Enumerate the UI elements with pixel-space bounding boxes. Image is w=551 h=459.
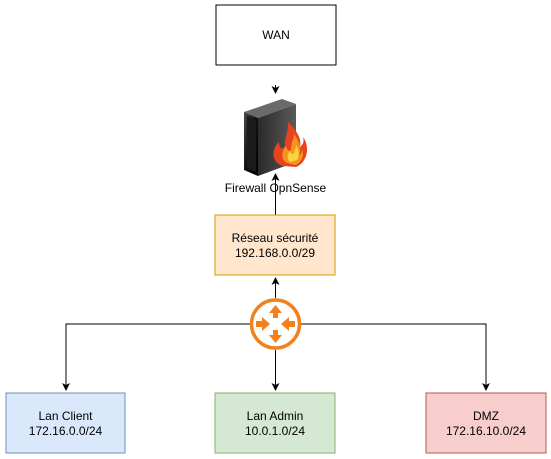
dmz-subnet: 172.16.10.0/24 <box>446 424 526 438</box>
lan-client-subnet: 172.16.0.0/24 <box>29 424 103 438</box>
lan-admin-name: Lan Admin <box>247 409 304 423</box>
lan-client-node[interactable]: Lan Client 172.16.0.0/24 <box>5 392 126 454</box>
edge-router-to-lan-client <box>62 323 250 391</box>
security-network-name: Réseau sécurité <box>232 231 319 245</box>
wan-label: WAN <box>262 28 290 42</box>
lan-admin-subnet: 10.0.1.0/24 <box>245 424 305 438</box>
firewall-label: Firewall OpnSense <box>225 181 327 195</box>
wan-node[interactable]: WAN <box>215 4 337 66</box>
security-network-subnet: 192.168.0.0/29 <box>235 246 315 260</box>
dmz-name: DMZ <box>473 409 499 423</box>
firewall-icon[interactable] <box>244 99 308 176</box>
router-icon[interactable] <box>249 298 302 350</box>
edge-router-to-dmz <box>301 323 490 391</box>
lan-admin-node[interactable]: Lan Admin 10.0.1.0/24 <box>214 392 336 454</box>
dmz-node[interactable]: DMZ 172.16.10.0/24 <box>425 392 547 454</box>
lan-client-name: Lan Client <box>38 409 93 423</box>
security-network-node[interactable]: Réseau sécurité 192.168.0.0/29 <box>214 214 336 276</box>
connections <box>62 85 490 391</box>
